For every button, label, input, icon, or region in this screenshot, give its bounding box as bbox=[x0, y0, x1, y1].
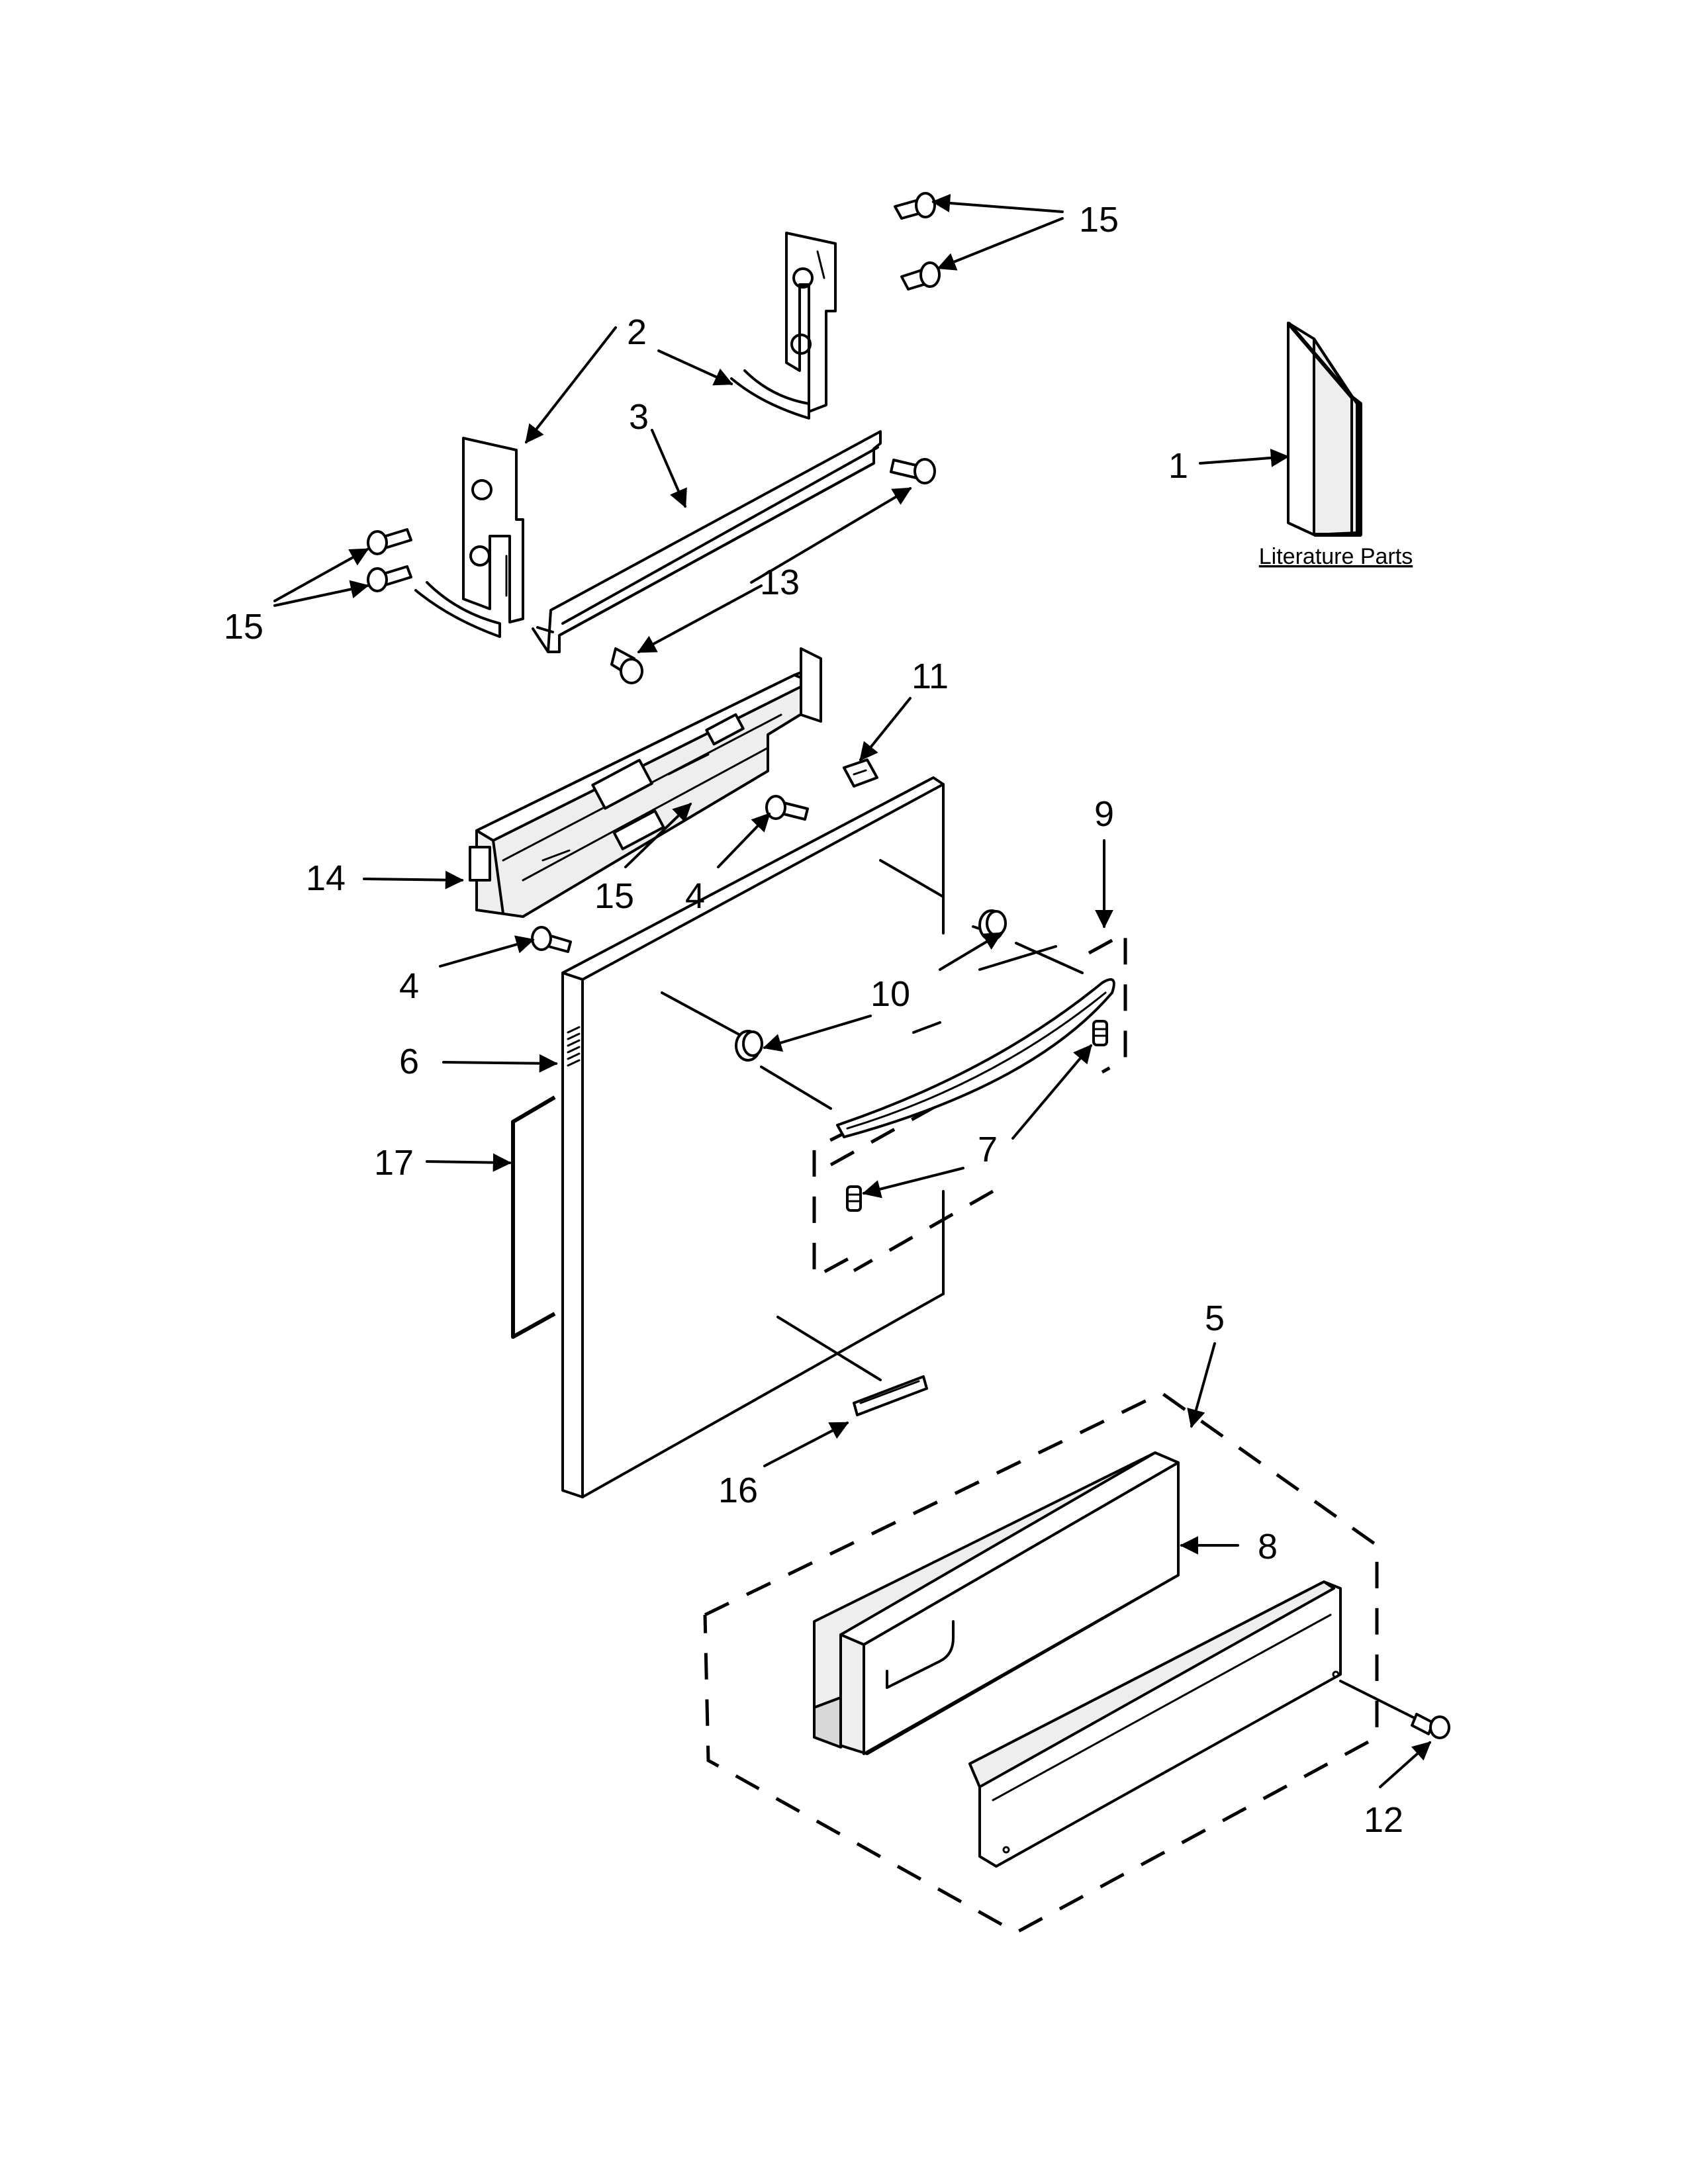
toe-screw-leader bbox=[1339, 1680, 1415, 1719]
callout-5: 5 bbox=[1205, 1298, 1225, 1338]
callout-4-upper: 4 bbox=[685, 876, 705, 916]
screw-4-upper bbox=[765, 795, 809, 821]
handle-spacer-lower bbox=[735, 1030, 763, 1062]
screw-15-left-2 bbox=[367, 565, 412, 592]
screw-15-top-2 bbox=[900, 261, 941, 291]
callout-2: 2 bbox=[627, 312, 647, 352]
brand-badge bbox=[853, 1375, 928, 1416]
callout-14: 14 bbox=[306, 858, 346, 898]
callout-1: 1 bbox=[1168, 446, 1188, 486]
callout-12: 12 bbox=[1364, 1800, 1403, 1840]
badge-clip bbox=[843, 758, 878, 788]
top-channel bbox=[532, 430, 882, 653]
control-panel bbox=[469, 647, 822, 918]
callout-16: 16 bbox=[718, 1471, 758, 1510]
callout-6: 6 bbox=[399, 1042, 419, 1081]
callout-17: 17 bbox=[374, 1143, 414, 1183]
callout-10: 10 bbox=[870, 974, 910, 1014]
callout-13: 13 bbox=[760, 563, 800, 602]
insulation-block bbox=[813, 1451, 1180, 1755]
hinge-bracket-right bbox=[730, 232, 837, 420]
screw-13-top bbox=[890, 458, 936, 484]
callout-3: 3 bbox=[629, 397, 649, 437]
literature-parts-caption: Literature Parts bbox=[1259, 544, 1413, 569]
toe-panel-bracket bbox=[968, 1580, 1342, 1868]
handle-assembly bbox=[661, 859, 1127, 1281]
screw-4-lower bbox=[531, 926, 572, 953]
callout-9: 9 bbox=[1094, 794, 1114, 834]
hinge-bracket-left bbox=[414, 437, 524, 638]
handle-setscrew-right bbox=[1092, 1020, 1108, 1046]
screw-13-bottom bbox=[610, 647, 643, 684]
callout-15-middle: 15 bbox=[594, 876, 634, 916]
callout-8: 8 bbox=[1258, 1527, 1278, 1567]
badge-leader bbox=[776, 1316, 882, 1381]
door-panel bbox=[561, 776, 945, 1498]
callout-4-lower: 4 bbox=[399, 966, 419, 1006]
door-gasket bbox=[511, 1095, 556, 1339]
door-vent-slots bbox=[567, 1026, 581, 1067]
toe-panel-dashed-outline bbox=[703, 1391, 1379, 1934]
callout-15-left: 15 bbox=[224, 607, 263, 647]
callout-11: 11 bbox=[912, 657, 949, 696]
leader-arrows bbox=[273, 193, 1432, 1788]
callout-15-top: 15 bbox=[1079, 200, 1119, 240]
callout-7: 7 bbox=[978, 1130, 998, 1169]
handle-spacer-upper bbox=[978, 909, 1007, 941]
screw-15-top-1 bbox=[894, 192, 936, 220]
literature-parts-book bbox=[1286, 322, 1362, 537]
handle-setscrew-left bbox=[846, 1185, 862, 1212]
toe-panel-screw bbox=[1411, 1713, 1450, 1739]
screw-15-left-1 bbox=[367, 528, 412, 555]
